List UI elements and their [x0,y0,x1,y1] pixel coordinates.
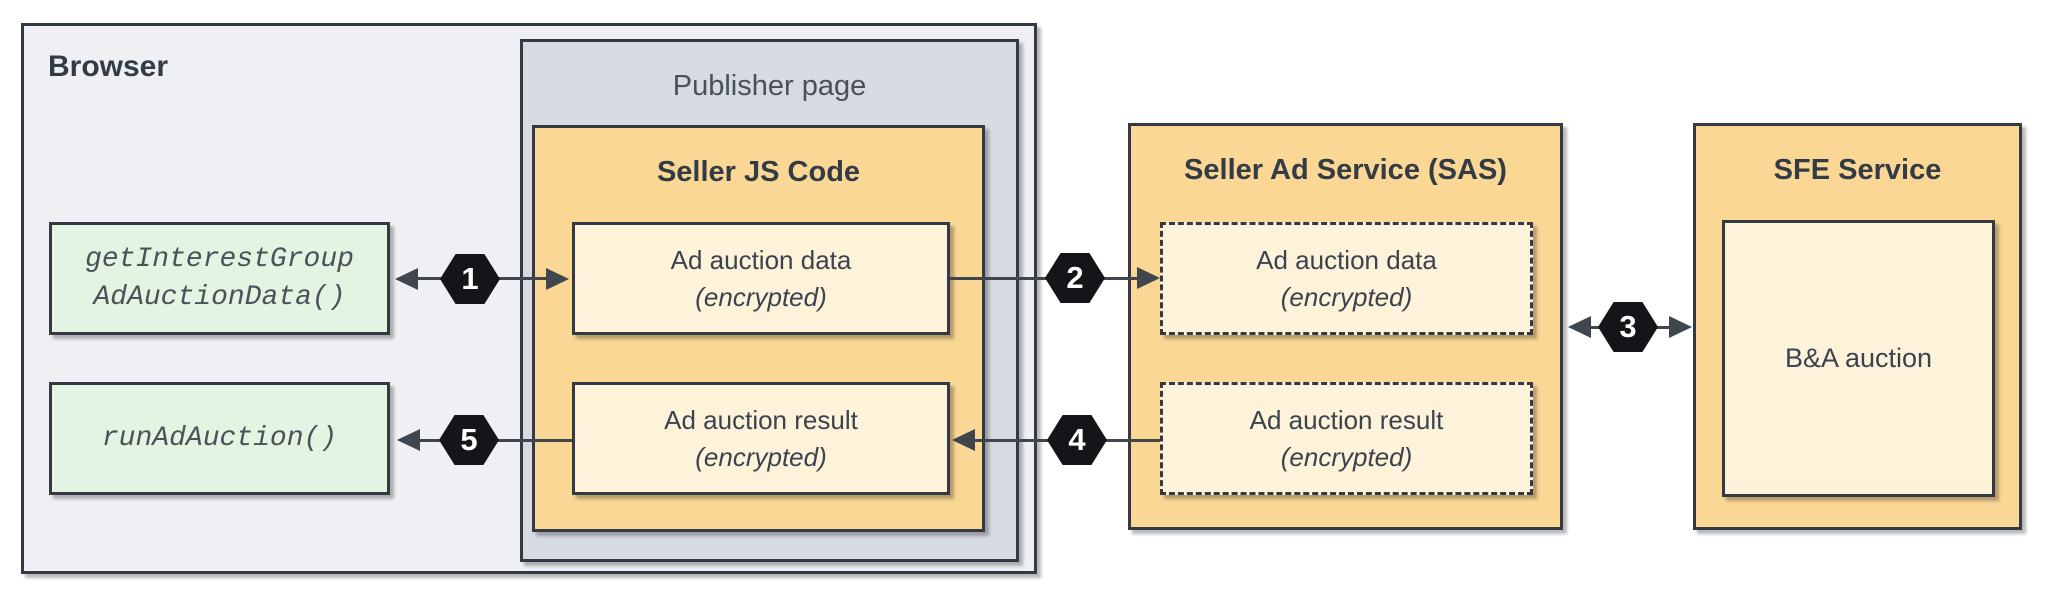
node-text-line1: getInterestGroup [85,243,354,275]
node-text: B&A auction [1784,343,1933,373]
arrow-line [950,277,1140,280]
node-js-ad-auction-data: Ad auction data (encrypted) [572,222,950,335]
seller-ad-service-title: Seller Ad Service (SAS) [1184,154,1507,186]
step-badge-3: 3 [1598,302,1658,352]
step-badge-2: 2 [1045,253,1105,303]
node-sas-ad-auction-result: Ad auction result (encrypted) [1160,382,1533,495]
node-text-line2: (encrypted) [695,281,827,312]
node-text-line2: (encrypted) [1280,441,1413,472]
arrowhead-right-icon [1137,267,1160,289]
arrowhead-left-icon [1568,316,1591,338]
arrowhead-left-icon [397,429,420,451]
node-bna-auction: B&A auction [1722,220,1995,497]
arrowhead-right-icon [1669,316,1692,338]
node-run-ad-auction: runAdAuction() [49,382,390,495]
node-text-line1: Ad auction data [1256,244,1437,275]
sfe-service-title: SFE Service [1773,154,1942,186]
node-text-line1: Ad auction result [1249,404,1444,435]
node-text-line1: Ad auction data [670,244,852,275]
node-sas-ad-auction-data: Ad auction data (encrypted) [1160,222,1533,335]
arrowhead-left-icon [395,268,418,290]
node-text: runAdAuction() [101,422,338,454]
arrowhead-left-icon [952,429,975,451]
node-text-line2: AdAuctionData() [93,281,346,313]
node-text-line2: (encrypted) [1280,281,1413,312]
node-get-interest-group-ad-auction-data: getInterestGroup AdAuctionData() [49,222,390,335]
browser-label: Browser [48,50,169,83]
node-js-ad-auction-result: Ad auction result (encrypted) [572,382,950,495]
arrowhead-right-icon [546,268,569,290]
node-text-line2: (encrypted) [695,441,827,472]
publisher-page-label: Publisher page [672,70,867,102]
seller-js-code-title: Seller JS Code [656,156,861,188]
node-text-line1: Ad auction result [664,404,858,435]
step-badge-4: 4 [1047,415,1107,465]
